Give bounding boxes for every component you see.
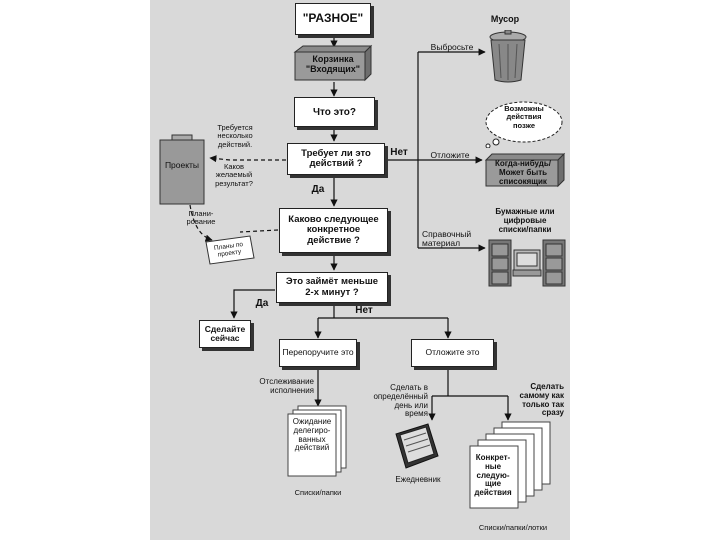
delegate-box: Перепоручите это bbox=[279, 339, 357, 367]
filing-cabinet-icon bbox=[487, 236, 569, 288]
next-actions-label: Конкрет-ные следую-щие действия bbox=[474, 453, 512, 498]
desired-outcome-label: Каков желаемый результат? bbox=[215, 162, 253, 188]
two-minute-question-box: Это займёт меньше 2-х минут ? bbox=[276, 272, 388, 303]
asap-label: Сделать самому как только так сразу bbox=[519, 382, 564, 418]
yes-do-label: Да bbox=[255, 298, 269, 309]
track-label: Отслеживание исполнения bbox=[259, 377, 314, 395]
inbox-label: Корзинка "Входящих" bbox=[305, 54, 361, 74]
next-actions-stack-icon bbox=[462, 420, 558, 516]
defer-it-label: Отложите bbox=[430, 150, 470, 160]
lists-folders-trays-label: Списки/папки/лотки bbox=[478, 523, 548, 532]
next-action-box: Каково следующее конкретное действие ? bbox=[279, 208, 388, 253]
thought-cloud-icon bbox=[478, 98, 568, 149]
maybe-later-label: Возможны действия позже bbox=[504, 104, 544, 130]
trash-label: Мусор bbox=[490, 14, 520, 24]
someday-label: Когда-нибудь/ Может быть списокящик bbox=[494, 159, 552, 186]
lists-folders-label: Списки/папки bbox=[294, 488, 342, 497]
someday-tray-icon bbox=[484, 152, 566, 188]
paper-digital-label: Бумажные или цифровые списки/папки bbox=[495, 207, 555, 234]
do-it-now-box: Сделайте сейчас bbox=[199, 320, 251, 348]
project-plans-note-icon bbox=[202, 234, 256, 266]
trash-can-icon bbox=[487, 29, 529, 84]
defer-box: Отложите это bbox=[411, 339, 494, 367]
inbox-tray-icon bbox=[293, 42, 373, 82]
multi-step-label: Требуется несколько действий. bbox=[217, 123, 253, 149]
waiting-for-stack-icon bbox=[284, 404, 350, 482]
projects-folder-icon bbox=[158, 134, 206, 206]
stuff-box: "РАЗНОЕ" bbox=[295, 3, 371, 35]
no-branch-label: Нет bbox=[355, 305, 373, 316]
what-is-it-box: Что это? bbox=[294, 97, 375, 127]
throw-away-label: Выбросьте bbox=[430, 42, 474, 52]
specific-day-label: Сделать в определённый день или время bbox=[373, 383, 428, 419]
planning-label: Плани-рование bbox=[186, 209, 216, 227]
projects-label: Проекты bbox=[164, 160, 200, 170]
calendar-label: Ежедневник bbox=[395, 475, 441, 484]
reference-label: Справочный материал bbox=[422, 229, 472, 249]
yes-label: Да bbox=[311, 184, 325, 195]
waiting-for-label: Ожидание делегиро-ванных действий bbox=[292, 417, 332, 453]
actionable-question-box: Требует ли это действий ? bbox=[287, 143, 385, 175]
calendar-planner-icon bbox=[390, 420, 442, 472]
no-label: Нет bbox=[390, 147, 408, 158]
